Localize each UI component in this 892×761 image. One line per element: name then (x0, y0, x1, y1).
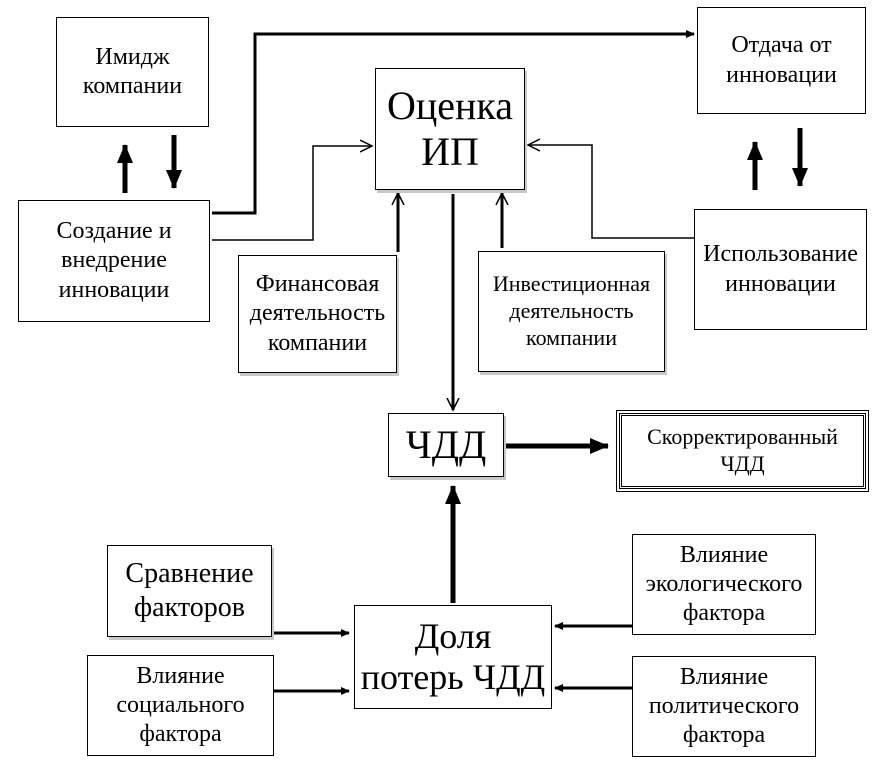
node-factor-comparison: Сравнение факторов (107, 545, 272, 637)
node-investment-activity: Инвестиционная деятельность компании (478, 251, 665, 372)
arrow-creation-to-return (212, 30, 695, 215)
node-political-factor: Влияние политического фактора (632, 656, 816, 757)
arrow-usage-to-evaluation (528, 145, 694, 239)
node-financial-activity: Финансовая деятельность компании (238, 255, 397, 373)
node-innovation-usage: Использование инновации (694, 209, 867, 330)
node-social-factor: Влияние социального фактора (87, 655, 274, 756)
node-adjusted-npv: Скорректированный ЧДД (616, 410, 869, 492)
arrow-creation-to-evaluation (212, 146, 372, 241)
node-innovation-creation: Создание и внедрение инновации (18, 200, 210, 322)
node-ecological-factor: Влияние экологического фактора (632, 534, 816, 635)
node-project-evaluation: Оценка ИП (375, 68, 525, 190)
node-innovation-return: Отдача от инновации (697, 7, 866, 114)
node-npv-loss-share: Доля потерь ЧДД (354, 605, 552, 709)
node-company-image: Имидж компании (56, 17, 209, 127)
node-npv: ЧДД (388, 413, 504, 477)
